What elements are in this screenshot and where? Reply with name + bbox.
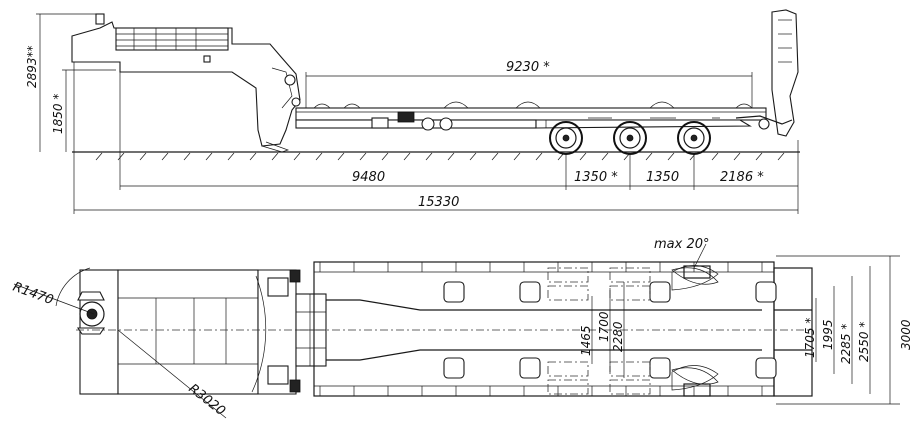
ground-hatch — [513, 152, 521, 161]
side-dimensions: 9230 * 2893** 1850 * 9480 1350 * 1350 21… — [25, 13, 799, 214]
ground-hatch — [381, 152, 389, 161]
ground-hatch — [425, 152, 433, 161]
ground-hatch — [139, 152, 147, 161]
dim-axle-spacing-2: 1350 — [646, 170, 679, 185]
ground-hatch — [271, 152, 279, 161]
ground-hatch — [293, 152, 301, 161]
ground-hatch — [645, 152, 653, 161]
dim-ramp-spacing: 1705 * — [803, 318, 817, 358]
ground-hatch — [337, 152, 345, 161]
dim-overall-length: 15330 — [418, 195, 459, 210]
dim-rear-overhang: 2186 * — [720, 170, 764, 185]
dim-max-steer: max 20° — [654, 237, 710, 252]
side-view: 9230 * 2893** 1850 * 9480 1350 * 1350 21… — [25, 9, 800, 214]
ground-hatch — [249, 152, 257, 161]
dim-total-height: 2893** — [25, 45, 39, 88]
ground-hatch — [579, 152, 587, 161]
width-dimensions: 1465 1700 2280 1705 * 1995 2285 * 2550 *… — [579, 255, 912, 405]
ground-hatch — [359, 152, 367, 161]
ground-hatch — [733, 152, 741, 161]
dim-front-swing-radius: R1470 — [11, 280, 56, 309]
rear-ramps — [735, 9, 799, 137]
ground-hatch — [161, 152, 169, 161]
ground-hatch — [535, 152, 543, 161]
dim-track-inner: 1995 — [821, 319, 835, 350]
ground-hatch — [183, 152, 191, 161]
ground-hatch — [205, 152, 213, 161]
dim-inner-width-b: 2280 — [611, 321, 625, 352]
gooseneck — [71, 13, 301, 153]
dim-gooseneck-width: 1465 — [579, 325, 593, 356]
ground-hatch — [777, 152, 785, 161]
stake-pockets — [319, 262, 763, 396]
dim-deck-length: 9230 * — [506, 60, 550, 75]
ground-hatch — [755, 152, 763, 161]
dim-overall-width: 2550 * — [857, 322, 871, 362]
dim-extended-width: 3000 — [899, 319, 912, 350]
ground-hatch — [227, 152, 235, 161]
dim-inner-width-a: 1700 — [597, 311, 611, 342]
lashing-rings — [443, 281, 777, 379]
dim-kingpin-to-axle: 9480 — [352, 170, 385, 185]
deck-frame — [295, 101, 767, 131]
ground-hatch — [469, 152, 477, 161]
wheel-sets — [547, 243, 719, 397]
ground-hatch — [403, 152, 411, 161]
ground-hatch — [601, 152, 609, 161]
ground-hatch — [491, 152, 499, 161]
ground-hatch — [117, 152, 125, 161]
ground-hatch — [315, 152, 323, 161]
ground-hatch — [667, 152, 675, 161]
top-view: R1470 R3020 max 20° 1465 1700 2280 1705 … — [11, 237, 912, 419]
dim-fifth-wheel-height: 1850 * — [51, 94, 65, 134]
dim-track-outer: 2285 * — [839, 324, 853, 364]
ground-hatch — [711, 152, 719, 161]
dim-axle-spacing-1: 1350 * — [574, 170, 618, 185]
ground-hatch — [447, 152, 455, 161]
gooseneck-top — [76, 269, 301, 395]
ground-hatch — [95, 152, 103, 161]
deck-top — [313, 261, 813, 397]
